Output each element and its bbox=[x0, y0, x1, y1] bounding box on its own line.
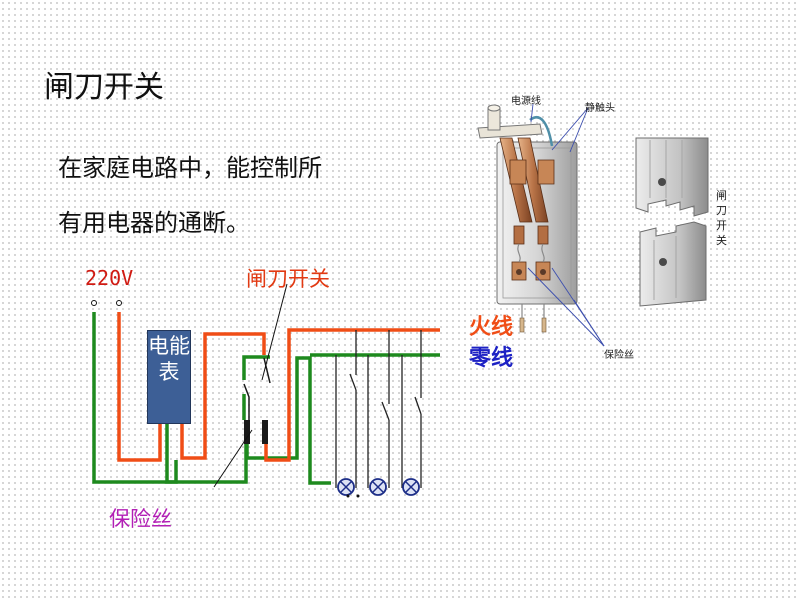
copper-blades bbox=[499, 137, 555, 281]
switch-label: 闸刀开关 bbox=[246, 267, 330, 291]
switch-handle bbox=[477, 104, 543, 139]
terminal-live bbox=[91, 300, 97, 306]
switch-blade-neutral bbox=[243, 383, 250, 420]
description-line-1: 在家庭电路中，能控制所 bbox=[58, 154, 322, 182]
power-wire-label: 电源线 bbox=[511, 96, 541, 107]
fuse-wire-label: 保险丝 bbox=[604, 350, 634, 361]
fuse-block-left bbox=[244, 420, 250, 444]
fuse-leader-line bbox=[213, 429, 253, 488]
terminal-neutral bbox=[116, 300, 122, 306]
branch-2 bbox=[367, 330, 390, 488]
branch-2-switch bbox=[381, 401, 390, 421]
switch-cover-upper bbox=[635, 137, 709, 217]
branch-3-switch bbox=[414, 396, 422, 415]
switch-blade-live bbox=[263, 357, 271, 384]
power-wire bbox=[529, 116, 554, 147]
output-leads bbox=[519, 304, 547, 333]
knife-switch-vertical-label: 闸刀开关 bbox=[716, 189, 727, 247]
switch-leader-line bbox=[261, 283, 288, 381]
live-wire-switch-out bbox=[264, 328, 440, 462]
static-contact-label: 静触头 bbox=[585, 103, 615, 114]
lamp-dot bbox=[356, 494, 360, 498]
description-line-2: 有用电器的通断。 bbox=[58, 209, 250, 237]
switch-cover-lower bbox=[639, 221, 707, 307]
lamp-3 bbox=[402, 478, 420, 496]
lamp-1 bbox=[337, 478, 355, 496]
live-wire-input bbox=[117, 312, 162, 462]
lamp-2 bbox=[369, 478, 387, 496]
lamp-dot bbox=[346, 494, 350, 498]
neutral-wire-switch-out bbox=[245, 356, 331, 485]
electric-meter: 电能表 bbox=[147, 330, 191, 424]
callout-lines bbox=[527, 103, 605, 347]
neutral-wire-input bbox=[92, 312, 178, 484]
neutral-wire-label: 零线 bbox=[469, 346, 514, 371]
branch-3 bbox=[401, 330, 422, 488]
neutral-wire-switch-in bbox=[242, 355, 270, 420]
voltage-label: 220V bbox=[85, 266, 134, 290]
branch-1 bbox=[335, 330, 357, 488]
fuse-wires bbox=[517, 243, 545, 263]
live-wire-label: 火线 bbox=[469, 315, 514, 340]
meter-label: 电能表 bbox=[148, 334, 190, 384]
page-title: 闸刀开关 bbox=[44, 70, 164, 105]
live-wire-meter-out bbox=[180, 332, 266, 460]
fuse-label: 保险丝 bbox=[109, 507, 172, 531]
fuse-block-right bbox=[262, 420, 268, 444]
neutral-wire-meter-out bbox=[165, 420, 248, 484]
branch-1-switch bbox=[349, 373, 357, 391]
